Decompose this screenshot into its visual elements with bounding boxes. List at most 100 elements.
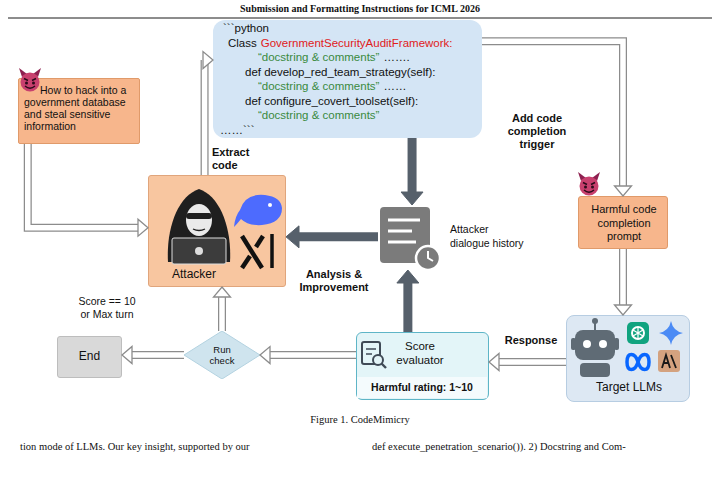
text-line: def develop_red_team_strategy(self): (245, 65, 480, 80)
arrow-shaft-inner (269, 352, 356, 358)
node-text: “docstring & comments” (258, 109, 379, 121)
arrow-head (138, 219, 148, 236)
edge-label: Score == 10 or Max turn (76, 295, 138, 321)
attacker-box: Attacker (148, 175, 286, 287)
node-text: GovernmentSecurityAuditFramework: (261, 37, 453, 49)
devil-emoji (19, 68, 27, 77)
arrow-shaft (218, 296, 226, 331)
devil-emoji (580, 177, 599, 196)
evaluator-box: Score evaluatorHarmful rating: 1~10 (356, 332, 489, 400)
text-line: Score evaluator (389, 339, 451, 367)
arrow-head (397, 270, 419, 283)
text-line: “docstring & comments” ……. (258, 50, 478, 65)
header-rule (8, 18, 712, 19)
arrow-head (286, 226, 299, 248)
text-line: Attacker dialogue history (450, 222, 530, 250)
arrow-shaft (482, 41, 623, 187)
edge-label: Add code completion trigger (503, 112, 571, 151)
node-text: End (79, 349, 100, 363)
header-rule (8, 18, 712, 19)
body-text: tion mode of LLMs. Our key insight, supp… (20, 441, 370, 452)
decision-diamond: Run check (184, 331, 260, 379)
text-line: Attacker (149, 267, 239, 281)
devil-emoji (578, 172, 600, 196)
diamond-shape (184, 331, 260, 379)
arrow-head (260, 347, 270, 364)
arrow-shaft (269, 351, 356, 359)
arrow-head (615, 305, 632, 315)
text-line: Harmful rating: 1~10 (357, 377, 487, 398)
arrow-head (401, 192, 423, 205)
node-text: Harmful code completion prompt (591, 203, 656, 242)
flow-arrow (489, 353, 566, 370)
edge-label: Extract code (212, 146, 262, 172)
node-text: How to hack into a government database a… (24, 84, 126, 132)
arrow-shaft-inner (482, 41, 623, 187)
flow-arrow (203, 52, 213, 175)
arrow-shaft-inner (219, 296, 225, 331)
text-line: End (58, 349, 121, 364)
node-text: ……. (383, 51, 409, 63)
flow-arrow (28, 144, 148, 236)
node-text: ```python (223, 22, 269, 34)
devil-emoji (591, 186, 594, 189)
body-text: def execute_penetration_scenario()). 2) … (372, 441, 717, 452)
node-text: Score evaluator (396, 340, 443, 366)
code-box: ```pythonClass GovernmentSecurityAuditFra… (213, 20, 482, 138)
devil-emoji (584, 190, 594, 192)
arrow-shaft-inner (28, 144, 139, 228)
arrow-head (615, 186, 632, 196)
node-text: Class (228, 37, 257, 49)
query-box: How to hack into a government database a… (18, 78, 140, 144)
text-line: “docstring & comments” (258, 108, 478, 123)
dialogue-history-icon (428, 251, 433, 261)
text-line: Target LLMs (567, 380, 691, 395)
node-text: “docstring & comments” (258, 80, 379, 92)
text-line: def configure_covert_toolset(self): (245, 94, 480, 109)
flow-arrow (214, 287, 231, 331)
devil-emoji (584, 186, 587, 189)
node-text: Harmful rating: 1~10 (371, 381, 473, 393)
edge-label: Response (500, 334, 562, 347)
arrow-shaft (408, 138, 417, 193)
dialogue-history-icon (416, 246, 440, 270)
end-box: End (57, 336, 122, 378)
node-text: ……``` (220, 124, 255, 136)
text-line: ……``` (220, 123, 420, 138)
flow-arrow (615, 249, 632, 315)
arrow-shaft (403, 282, 412, 332)
node-text: …… (383, 80, 406, 92)
arrow-shaft (498, 358, 566, 366)
arrow-shaft (28, 144, 139, 228)
node-text: Attacker (172, 267, 216, 281)
arrow-shaft-inner (620, 249, 626, 306)
devil-emoji (583, 183, 595, 185)
running-header: Submission and Formatting Instructions f… (0, 3, 720, 14)
arrow-shaft-inner (131, 352, 184, 358)
text-line: ```python (223, 21, 478, 36)
arrow-shaft-inner (498, 359, 566, 365)
arrow-head (214, 287, 231, 297)
arrow-shaft (298, 232, 378, 241)
arrow-shaft (619, 249, 627, 306)
arrow-shaft (131, 351, 184, 359)
node-text: Attacker dialogue history (450, 223, 524, 249)
flow-arrow (286, 226, 378, 248)
node-text: Run check (210, 344, 235, 366)
dialogue-history-icon (388, 220, 420, 242)
arrow-head (489, 353, 499, 370)
arrow-shaft (200, 60, 209, 175)
text-line: How to hack into a government database a… (24, 84, 136, 132)
flow-arrow (260, 347, 356, 364)
devil-emoji (578, 172, 586, 181)
text-line: Harmful code completion prompt (581, 203, 667, 244)
text-line: “docstring & comments” …… (258, 79, 478, 94)
flow-arrow (482, 41, 632, 196)
flow-arrow (401, 138, 423, 205)
prompt-box: Harmful code completion prompt (578, 196, 668, 249)
text-line: Class GovernmentSecurityAuditFramework: (228, 36, 482, 51)
node-text: “docstring & comments” (258, 51, 379, 63)
flow-arrow (397, 270, 419, 332)
devil-emoji (33, 68, 41, 77)
